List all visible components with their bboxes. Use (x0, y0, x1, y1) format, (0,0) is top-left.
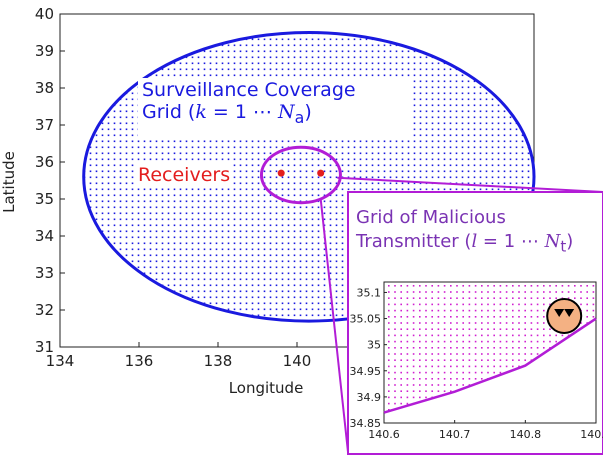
inset-panel: 140.6 140.7 140.8 140.9 34.85 34.9 34.95 35 35.… (347, 191, 603, 455)
y-axis-label: Latitude (0, 151, 18, 213)
zoom-connector-bottom (319, 198, 349, 453)
surveillance-sym: N (278, 101, 295, 124)
inset-prefix: Transmitter ( (356, 231, 472, 253)
surveillance-mid: = 1 ⋯ (206, 101, 279, 124)
inset-y-tick-label: 35.05 (350, 313, 382, 326)
inset-y-axis-ticks: 34.85 34.9 34.95 35 35.05 35.1 (350, 286, 387, 430)
inset-sub: t (560, 237, 567, 256)
inset-var: l (471, 231, 478, 253)
y-tick-label: 39 (35, 42, 54, 60)
inset-x-tick-label: 140.8 (510, 428, 542, 441)
inset-x-tick-label: 140.9 (580, 428, 603, 441)
inset-x-tick-label: 140.6 (368, 428, 400, 441)
inset-title-line2: Transmitter (l = 1 ⋯ Nt) (356, 230, 573, 257)
zoom-circle (259, 145, 342, 205)
surveillance-prefix: Grid ( (142, 101, 196, 124)
y-axis-ticks: 31 32 33 34 35 36 37 38 39 40 (35, 5, 65, 356)
y-tick-label: 40 (35, 5, 54, 23)
y-tick-label: 32 (35, 301, 54, 319)
surveillance-label: Surveillance Coverage Grid (k = 1 ⋯ Na) (138, 78, 412, 138)
inset-mid: = 1 ⋯ (477, 231, 545, 253)
x-tick-label: 134 (46, 352, 75, 370)
receivers-label: Receivers (136, 163, 233, 188)
x-tick-label: 136 (125, 352, 154, 370)
x-tick-label: 140 (283, 352, 312, 370)
inset-title: Grid of Malicious Transmitter (l = 1 ⋯ N… (356, 206, 573, 257)
x-tick-label: 138 (204, 352, 233, 370)
inset-sym: N (544, 231, 561, 253)
inset-y-tick-label: 34.85 (350, 417, 382, 430)
inset-title-line1: Grid of Malicious (356, 207, 506, 228)
y-tick-label: 31 (35, 338, 54, 356)
surveillance-label-line1: Surveillance Coverage (142, 79, 356, 101)
y-tick-label: 38 (35, 79, 54, 97)
surveillance-sub: a (294, 108, 305, 128)
surveillance-end: ) (304, 101, 312, 124)
inset-boundary-curve (383, 317, 597, 414)
inset-end: ) (566, 231, 574, 253)
receiver-dot (317, 169, 325, 177)
y-tick-label: 37 (35, 116, 54, 134)
inset-y-tick-label: 34.95 (350, 365, 382, 378)
coverage-ellipse (82, 31, 536, 323)
y-tick-label: 33 (35, 264, 54, 282)
inset-y-tick-label: 35.1 (357, 286, 382, 299)
surveillance-label-line2: Grid (k = 1 ⋯ Na) (142, 101, 408, 127)
y-tick-label: 35 (35, 190, 54, 208)
inset-x-tick-label: 140.7 (439, 428, 471, 441)
inset-y-tick-label: 35 (367, 339, 381, 352)
inset-y-tick-label: 34.9 (357, 391, 382, 404)
zoom-connector-top (337, 176, 603, 193)
surveillance-var: k (195, 101, 207, 124)
y-tick-label: 36 (35, 153, 54, 171)
transmitter-icon (546, 297, 583, 334)
receivers (277, 169, 325, 177)
y-tick-label: 34 (35, 227, 54, 245)
receiver-dot (277, 169, 285, 177)
x-axis-label: Longitude (229, 379, 304, 397)
